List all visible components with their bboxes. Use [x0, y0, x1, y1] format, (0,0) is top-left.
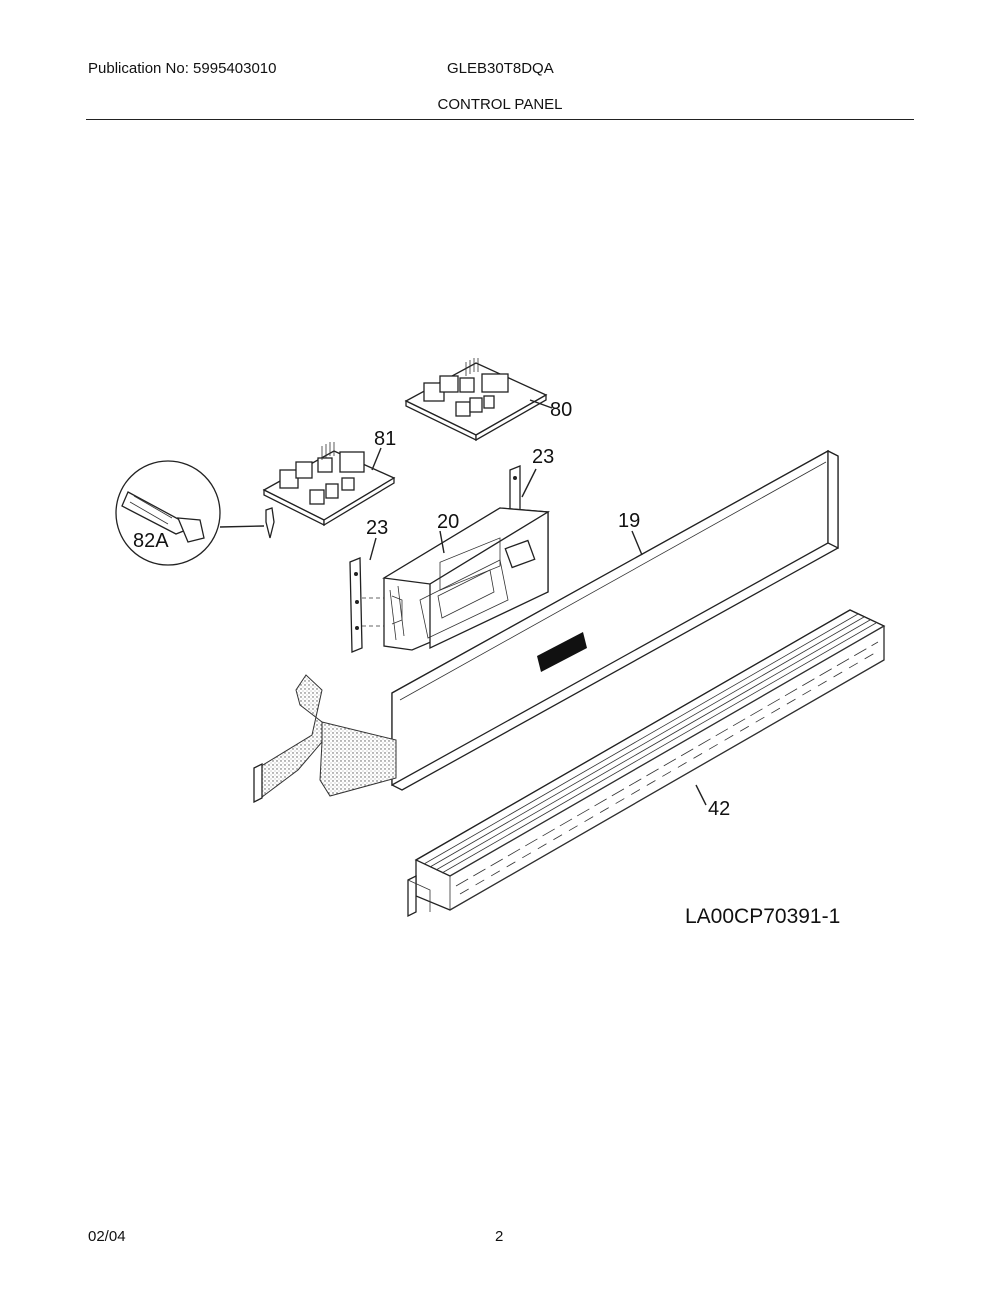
ribbon-cable — [253, 674, 397, 804]
bracket-23-left — [349, 557, 384, 653]
control-module-20 — [382, 507, 551, 651]
drawing-id: LA00CP70391-1 — [685, 905, 840, 928]
callout-23-lower: 23 — [366, 517, 388, 539]
callout-82a: 82A — [133, 530, 169, 552]
publication-number: Publication No: 5995403010 — [88, 60, 277, 77]
header-rule — [86, 119, 914, 120]
page-number: 2 — [495, 1228, 504, 1245]
callout-42: 42 — [708, 798, 730, 820]
callout-81: 81 — [374, 428, 396, 450]
callout-20: 20 — [437, 511, 459, 533]
callout-80: 80 — [550, 399, 572, 421]
section-title: CONTROL PANEL — [437, 96, 563, 113]
circuit-board-80 — [404, 358, 548, 442]
callout-23-upper: 23 — [532, 446, 554, 468]
model-number: GLEB30T8DQA — [447, 60, 554, 77]
detail-82a — [115, 460, 275, 566]
circuit-board-81 — [262, 442, 396, 527]
callout-19: 19 — [618, 510, 640, 532]
trim-extrusion-42 — [407, 609, 886, 918]
footer-date: 02/04 — [88, 1228, 126, 1245]
